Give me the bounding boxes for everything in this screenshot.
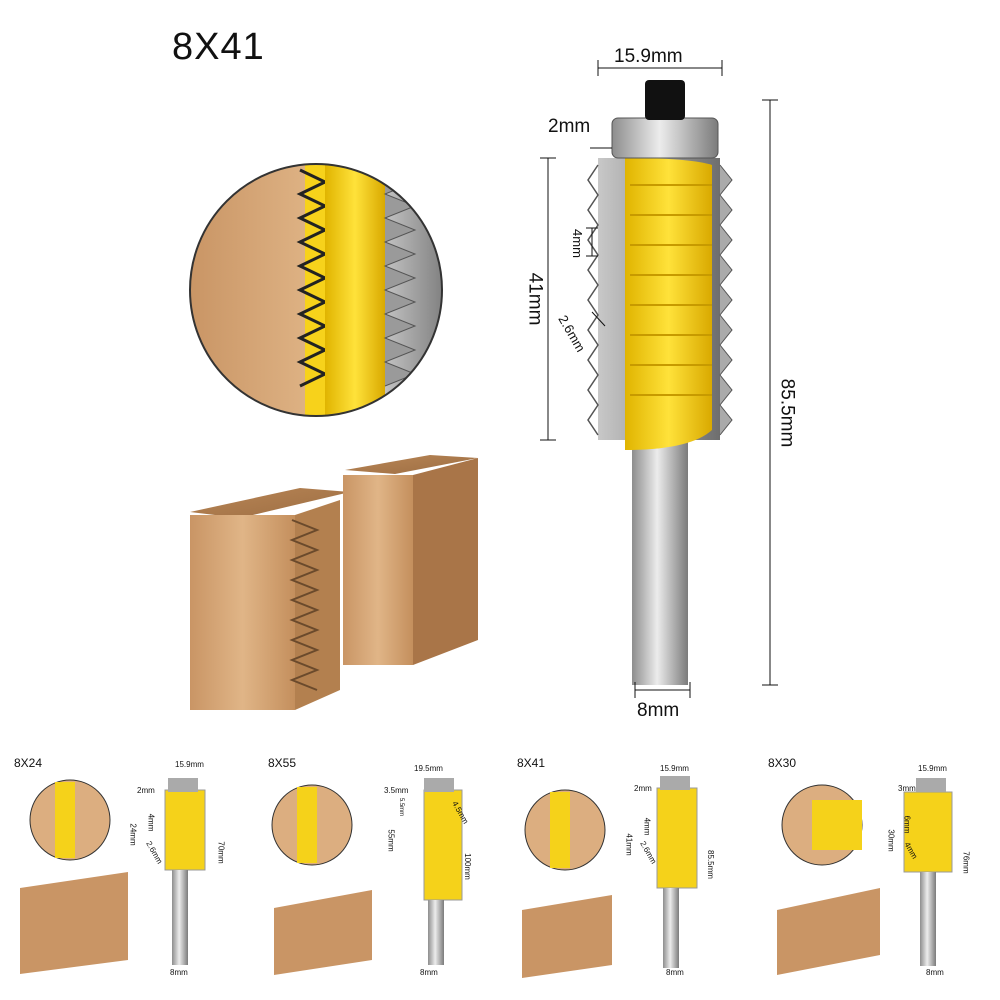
- variant-width: 15.9mm: [175, 760, 204, 769]
- variant-shank: 8mm: [170, 968, 188, 977]
- variant-cut: 30mm: [886, 829, 896, 852]
- variant-top: 3mm: [898, 784, 916, 793]
- variant-top: 2mm: [634, 784, 652, 793]
- variant-total: 76mm: [961, 851, 971, 874]
- variant-pitch: 6mm: [902, 815, 912, 834]
- variant-graphics: [20, 776, 953, 978]
- variant-top: 2mm: [137, 786, 155, 795]
- variant-width: 19.5mm: [414, 764, 443, 773]
- variant-pitch: 4mm: [642, 817, 652, 836]
- variant-cut: 41mm: [624, 833, 634, 856]
- variant-top: 3.5mm: [384, 786, 409, 795]
- variant-title: 8X24: [14, 756, 43, 770]
- pitch-label: 4mm: [569, 229, 585, 258]
- cut-height-label: 41mm: [524, 272, 546, 326]
- variant-width: 15.9mm: [660, 764, 689, 773]
- variant-pitch: 4mm: [146, 813, 156, 832]
- shank-label: 8mm: [637, 700, 680, 721]
- variant-shank: 8mm: [926, 968, 944, 977]
- variant-cut: 24mm: [128, 823, 138, 846]
- variant-total: 85.5mm: [705, 850, 715, 879]
- router-bit: [587, 80, 733, 685]
- variant-shank: 8mm: [420, 968, 438, 977]
- variant-total: 100mm: [462, 853, 472, 880]
- main-title: 8X41: [172, 26, 265, 68]
- width-label: 15.9mm: [614, 46, 683, 67]
- zoom-circle: [190, 164, 442, 416]
- variant-pitch: 5.5mm: [398, 797, 405, 817]
- variant-title: 8X41: [517, 756, 546, 770]
- total-length-label: 85.5mm: [776, 378, 798, 448]
- wood-joint: [190, 455, 478, 710]
- variant-width: 15.9mm: [918, 764, 947, 773]
- variant-cut: 55mm: [386, 829, 396, 852]
- variant-total: 70mm: [216, 841, 226, 864]
- variant-title: 8X55: [268, 756, 297, 770]
- variant-title: 8X30: [768, 756, 797, 770]
- bearing-label: 2mm: [548, 116, 591, 137]
- variant-shank: 8mm: [666, 968, 684, 977]
- dimension-lines: [540, 60, 778, 698]
